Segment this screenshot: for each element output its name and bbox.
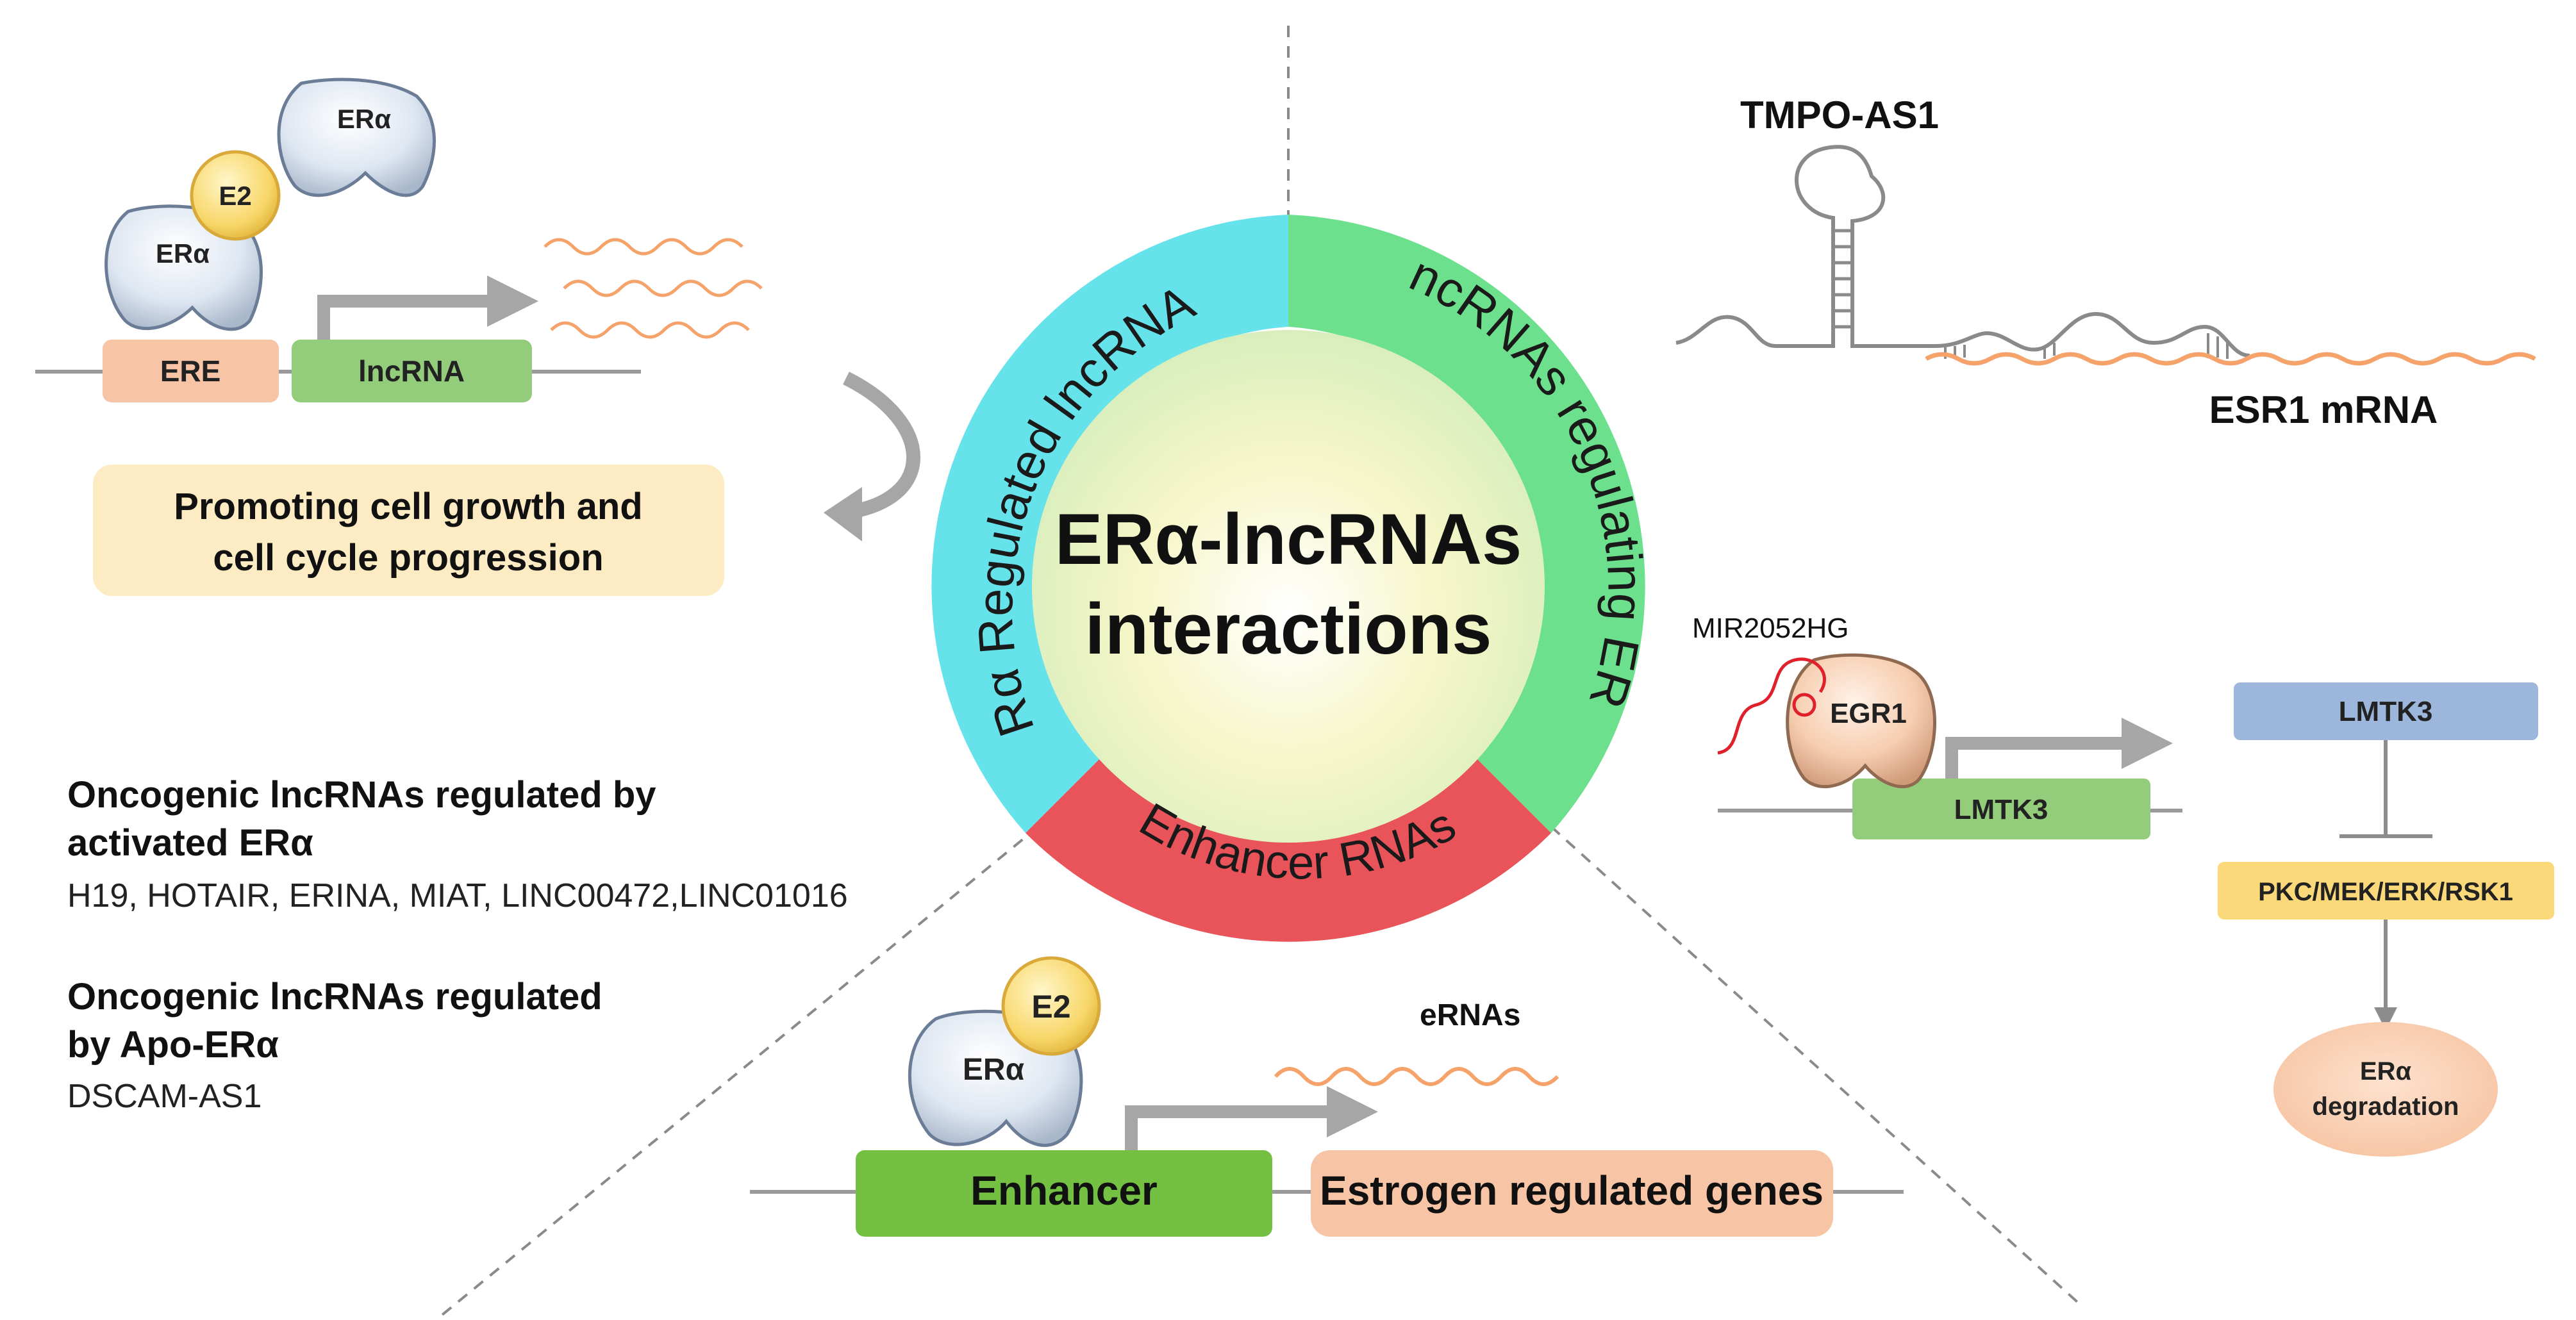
e2-enhancer-ligand bbox=[1001, 956, 1101, 1056]
esr1-label: ESR1 mRNA bbox=[2209, 388, 2438, 431]
e2-label: E2 bbox=[219, 181, 251, 211]
section-dividers bbox=[435, 26, 2084, 1320]
curved-arrow bbox=[843, 372, 920, 520]
degradation-line2: degradation bbox=[2313, 1093, 2459, 1121]
outcome-box bbox=[93, 465, 724, 596]
lmtk3-transcription-arrow bbox=[1945, 718, 2173, 779]
e2-ligand bbox=[190, 150, 281, 241]
era-bound-label: ERα bbox=[156, 238, 210, 268]
oncogenic-lncrna-lists: Oncogenic lncRNAs regulated by activated… bbox=[67, 774, 848, 1115]
lmtk3-gene-box bbox=[1852, 779, 2150, 839]
enhancer-transcription-arrow bbox=[1125, 1086, 1378, 1150]
era-regulated-lncrna-panel: ERE lncRNA ERα ERα E2 Promoting cell gro… bbox=[35, 78, 920, 596]
tmpo-label: TMPO-AS1 bbox=[1740, 94, 1939, 136]
ere-label: ERE bbox=[160, 354, 221, 388]
lmtk3-gene-label: LMTK3 bbox=[1954, 794, 2048, 825]
lmtk3-protein-box bbox=[2234, 682, 2538, 740]
mir-label: MIR2052HG bbox=[1692, 613, 1849, 644]
outcome-line1: Promoting cell growth and bbox=[174, 486, 642, 527]
lmtk3-protein-label: LMTK3 bbox=[2339, 696, 2433, 727]
mir2052hg-rna bbox=[1717, 657, 1826, 755]
ring-segment-left bbox=[931, 215, 1288, 833]
stem-loop-rungs bbox=[1833, 229, 1852, 329]
pathway-label: PKC/MEK/ERK/RSK1 bbox=[2258, 878, 2513, 906]
ring-segment-right bbox=[1288, 215, 1645, 833]
group1-title-line1: Oncogenic lncRNAs regulated by bbox=[67, 774, 656, 816]
era-free-protein bbox=[277, 78, 436, 197]
tmpo-rna-line bbox=[1675, 145, 2250, 358]
ernas-label: eRNAs bbox=[1420, 998, 1520, 1032]
degradation-ellipse bbox=[2273, 1022, 2498, 1157]
base-pairing-ticks bbox=[1944, 333, 2229, 359]
group2-title-line2: by Apo-ERα bbox=[67, 1024, 279, 1066]
enhancer-rna-panel: Enhancer Estrogen regulated genes eRNAs … bbox=[750, 956, 1904, 1237]
pathway-box bbox=[2218, 862, 2554, 920]
egr1-label: EGR1 bbox=[1830, 698, 1907, 729]
era-free-label: ERα bbox=[337, 104, 391, 134]
era-enhancer-label: ERα bbox=[963, 1053, 1025, 1087]
tmpo-as1-panel: TMPO-AS1 ESR1 mRNA bbox=[1675, 94, 2536, 431]
ere-box bbox=[103, 340, 279, 402]
erna-transcript bbox=[1274, 1067, 1559, 1086]
esr1-mrna bbox=[1925, 352, 2536, 366]
center-title-line1: ERα-lncRNAs bbox=[1055, 499, 1522, 579]
estrogen-genes-box bbox=[1311, 1150, 1833, 1237]
enhancer-box bbox=[856, 1150, 1272, 1237]
outcome-line2: cell cycle progression bbox=[213, 537, 603, 579]
estrogen-genes-label: Estrogen regulated genes bbox=[1320, 1167, 1824, 1214]
transcription-arrow bbox=[317, 276, 538, 340]
group1-title-line2: activated ERα bbox=[67, 822, 313, 864]
center-title-line2: interactions bbox=[1085, 589, 1492, 669]
center-disc bbox=[1032, 330, 1545, 843]
lncrna-transcripts bbox=[544, 238, 763, 339]
group2-title-line1: Oncogenic lncRNAs regulated bbox=[67, 976, 602, 1018]
degradation-line1: ERα bbox=[2360, 1057, 2412, 1085]
curved-arrow-head bbox=[824, 487, 862, 541]
enhancer-label: Enhancer bbox=[970, 1167, 1158, 1214]
lncrna-gene-box bbox=[292, 340, 532, 402]
mir2052hg-panel: MIR2052HG LMTK3 EGR1 LMTK3 PKC/MEK/ERK/R… bbox=[1692, 613, 2554, 1157]
group1-list: H19, HOTAIR, ERINA, MIAT, LINC00472,LINC… bbox=[67, 877, 848, 914]
lncrna-gene-label: lncRNA bbox=[358, 354, 465, 388]
e2-enhancer-label: E2 bbox=[1031, 989, 1070, 1025]
mir-binding-site bbox=[1792, 693, 1816, 717]
group2-list: DSCAM-AS1 bbox=[67, 1078, 262, 1115]
